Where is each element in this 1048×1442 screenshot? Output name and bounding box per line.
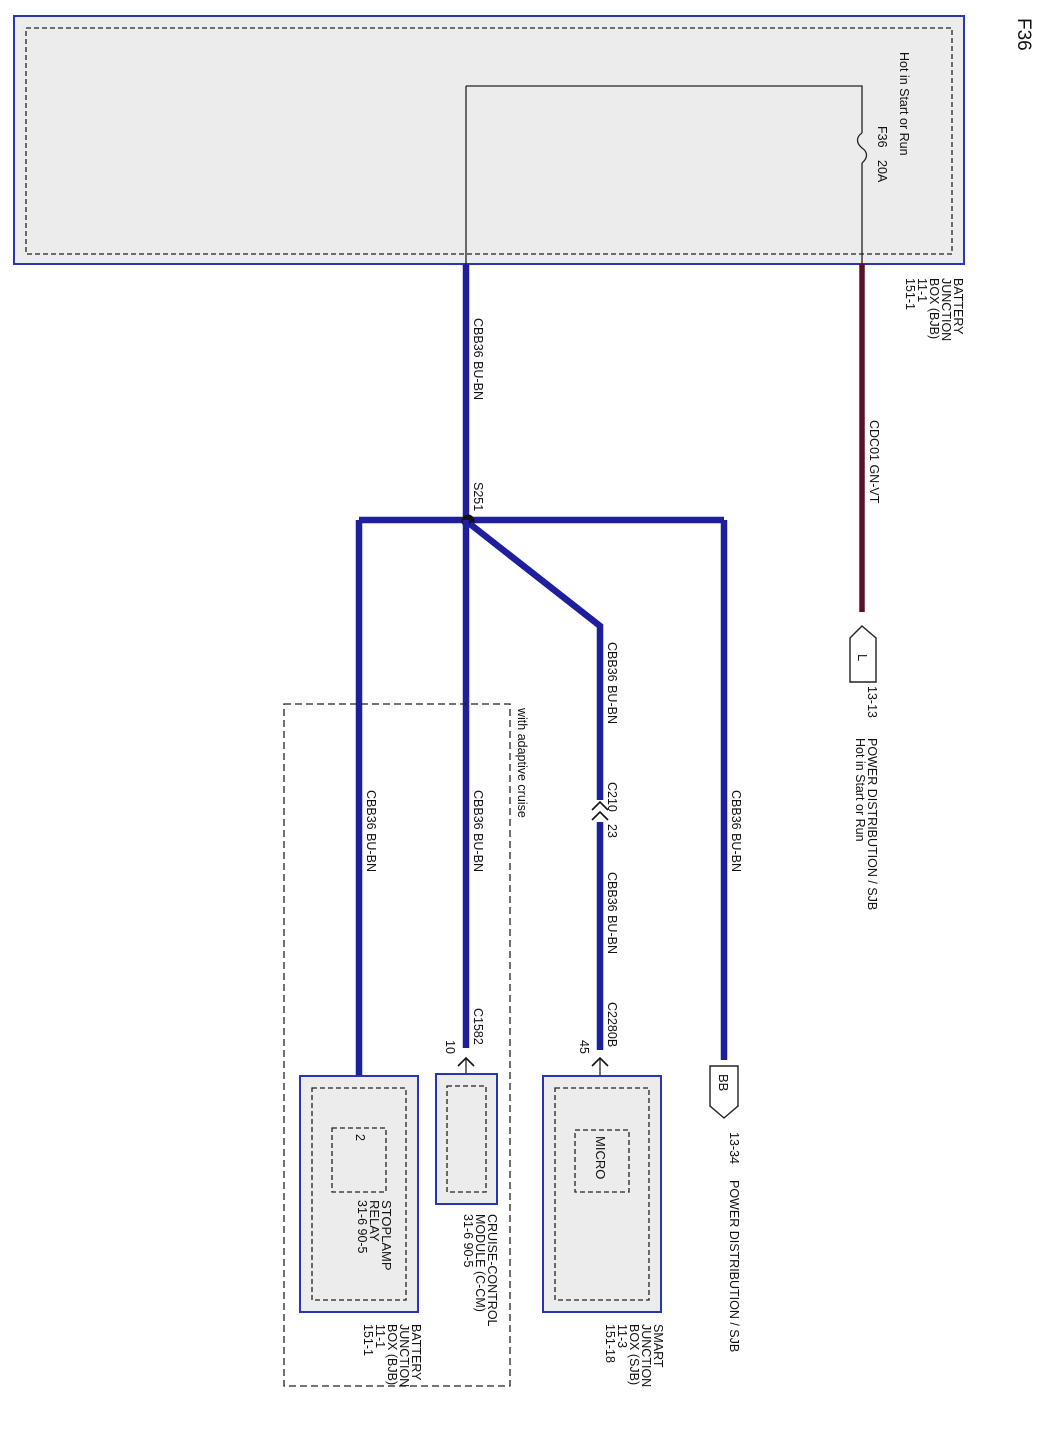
stoplamp-title-line: 31-6 90-5: [355, 1200, 369, 1254]
ref-l-page: 13-13: [865, 686, 879, 718]
sjb-title-line: 11-3: [615, 1324, 629, 1348]
wire-cdc01-label: CDC01 GN-VT: [867, 420, 881, 504]
sjb-title-line: JUNCTION: [639, 1324, 653, 1387]
ref-bb-desc: POWER DISTRIBUTION / SJB: [727, 1180, 741, 1352]
sjb-title-line: SMART: [651, 1324, 665, 1368]
wire-cbb36-diag: [467, 521, 604, 800]
sjb-micro-label: MICRO: [593, 1136, 608, 1179]
wire-cbb36-diag-lower-label: CBB36 BU-BN: [605, 872, 619, 954]
bjb-top-title: BATTERY JUNCTION BOX (BJB) 11-1 151-1: [903, 278, 965, 341]
ref-bb-connector: BB 13-34 POWER DISTRIBUTION / SJB: [709, 1065, 741, 1352]
stoplamp-title-line: STOPLAMP: [379, 1200, 394, 1271]
ref-l-letter: L: [855, 654, 870, 661]
bjb-bottom-title: BATTERY JUNCTION BOX (BJB) 11-1 151-1: [361, 1324, 423, 1387]
bjb-bottom-title-line: 11-1: [373, 1324, 387, 1348]
sjb-title-line: BOX (SJB): [627, 1324, 641, 1385]
bjb-top-module: Hot in Start or Run F36 20A: [13, 15, 965, 265]
fuse-rating-label: 20A: [875, 160, 889, 183]
bjb-bottom-module: 2 STOPLAMP RELAY 31-6 90-5: [299, 1075, 419, 1313]
connector-c210-pin: 23: [605, 824, 619, 838]
bjb-bottom-title-line: BOX (BJB): [385, 1324, 399, 1385]
splice-s251-label: S251: [471, 482, 485, 511]
ccm-title-line: CRUISE-CONTROL: [485, 1214, 499, 1327]
ccm-module: [435, 1073, 498, 1205]
ccm-title-line: 31-6 90-5: [461, 1214, 475, 1268]
connector-c1582-pin: 10: [443, 1040, 457, 1054]
ref-l-connector: L 13-13 POWER DISTRIBUTION / SJB Hot in …: [849, 625, 879, 910]
sjb-title-line: 151-18: [603, 1324, 617, 1363]
fuse-icon: [856, 132, 868, 164]
wire-cbb36-main-label: CBB36 BU-BN: [471, 318, 485, 400]
sjb-module: MICRO: [542, 1075, 662, 1313]
bjb-top-title-line: 151-1: [903, 278, 917, 310]
connector-c210: C210 23: [591, 782, 619, 838]
sjb-title: SMART JUNCTION BOX (SJB) 11-3 151-18: [603, 1324, 665, 1387]
ref-bb-letter: BB: [716, 1074, 731, 1091]
stoplamp-title-line: RELAY: [367, 1200, 382, 1242]
ccm-title: CRUISE-CONTROL MODULE (C-CM) 31-6 90-5: [461, 1214, 499, 1327]
ref-l-desc: POWER DISTRIBUTION / SJB: [865, 738, 879, 910]
bjb-top-title-line: 11-1: [915, 278, 929, 302]
wire-cbb36-right-label: CBB36 BU-BN: [729, 790, 743, 872]
connector-c210-label: C210: [605, 782, 619, 812]
bjb-top-title-line: BATTERY: [951, 278, 965, 335]
stoplamp-pin: 2: [353, 1134, 367, 1141]
connector-c2280b-label: C2280B: [605, 1002, 619, 1047]
bjb-top-title-line: JUNCTION: [939, 278, 953, 341]
connector-c2280b-pin: 45: [577, 1040, 591, 1054]
wire-cbb36-diag-upper-label: CBB36 BU-BN: [605, 642, 619, 724]
fuse-id-label: F36: [875, 126, 889, 148]
ccm-title-line: MODULE (C-CM): [473, 1214, 487, 1312]
bjb-top-title-line: BOX (BJB): [927, 278, 941, 339]
adaptive-cruise-note: with adaptive cruise: [515, 707, 529, 818]
bjb-bottom-title-line: JUNCTION: [397, 1324, 411, 1387]
ref-bb-page: 13-34: [727, 1132, 741, 1164]
bjb-bottom-title-line: BATTERY: [409, 1324, 423, 1381]
bjb-bottom-title-line: 151-1: [361, 1324, 375, 1356]
hot-in-start-run-label: Hot in Start or Run: [897, 52, 911, 156]
wire-cbb36-left-label: CBB36 BU-BN: [364, 790, 378, 872]
wire-cbb36-cc-label: CBB36 BU-BN: [471, 790, 485, 872]
page-label: F36: [1013, 18, 1034, 51]
connector-c1582-label: C1582: [471, 1008, 485, 1045]
adaptive-cruise-region: [283, 703, 511, 1387]
ref-l-hot: Hot in Start or Run: [853, 738, 867, 842]
